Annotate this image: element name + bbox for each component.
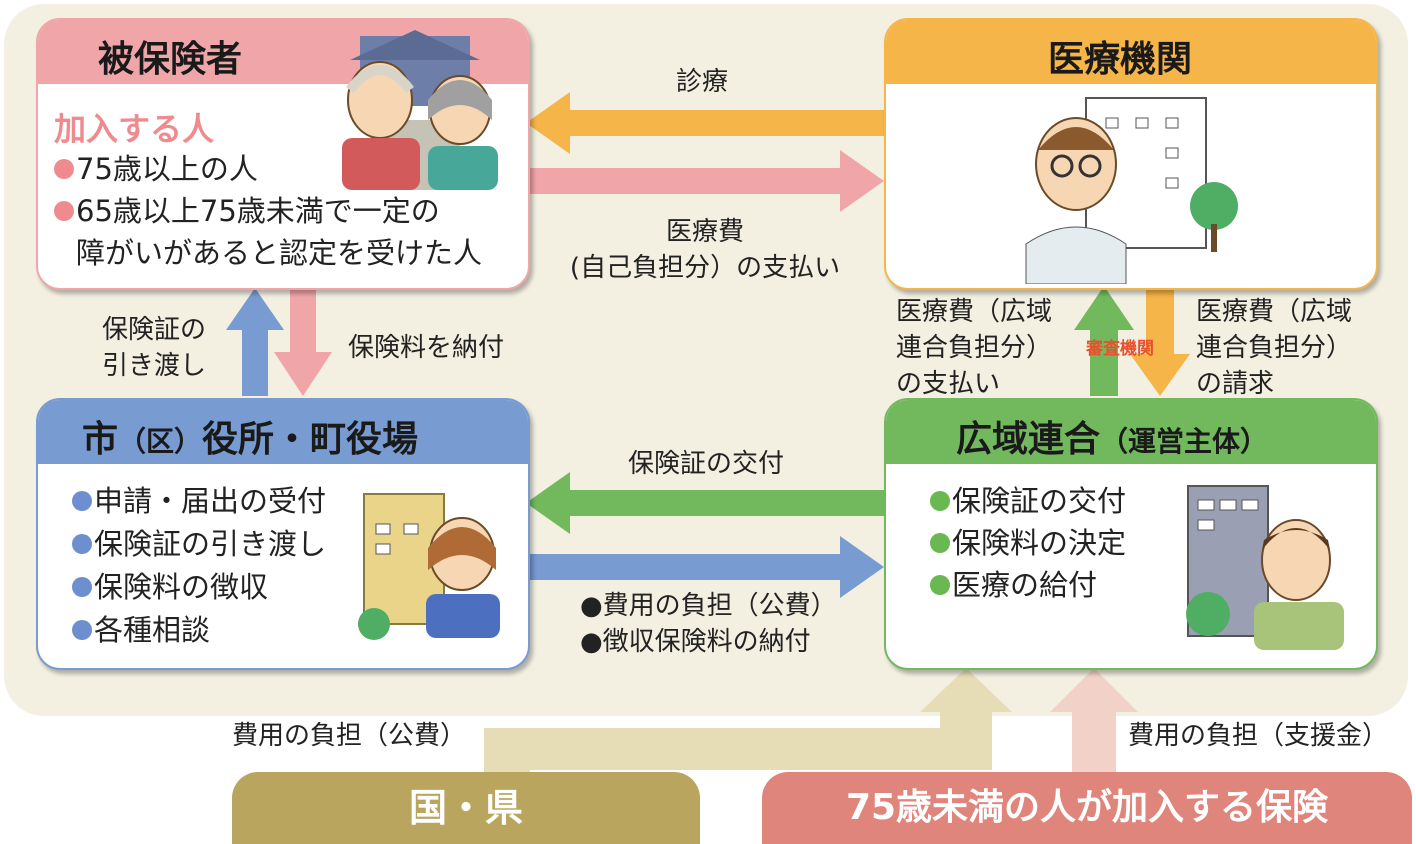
bullet-icon [930,533,950,553]
regional-union-title: 広域連合（運営主体） [956,419,1269,460]
bullet-icon [54,159,74,179]
arrow-public-funding [484,668,1012,772]
insured-box: 被保険者 加入する人 75歳以上の人 65歳以上75歳未満で一定の障がいがあると… [36,18,530,290]
bullet-icon [72,620,92,640]
bullet-icon [930,491,950,511]
arrow-union-pay [1074,286,1134,396]
regional-union-box: 広域連合（運営主体） 保険証の交付 保険料の決定 医療の給付 [884,398,1378,670]
list-item: 保険証の引き渡し [72,523,326,566]
list-item: 保険証の交付 [930,480,1126,522]
list-item: 保険料の決定 [930,522,1126,564]
regional-union-list: 保険証の交付 保険料の決定 医療の給付 [930,480,1126,606]
list-item: 75歳以上の人 [54,148,482,190]
list-item: 保険料の徴収 [72,566,326,609]
clerk-office-illustration [358,493,500,640]
under75-insurance-box: 75歳未満の人が加入する保険 [762,772,1412,844]
arrow-cost-burden [526,536,884,598]
list-item: 申請・届出の受付 [72,480,326,523]
list-item: 各種相談 [72,609,326,652]
arrow-union-claim [1130,286,1190,396]
label-union-pay: 医療費（広域 連合負担分） の支払い [896,297,1053,399]
bullet-icon [72,577,92,597]
arrow-card-handover [226,288,284,396]
doctor-hospital-illustration [1025,97,1238,284]
regional-union-header: 広域連合（運営主体） [886,400,1376,464]
arrow-premium-pay [274,288,332,396]
label-self-pay: 医療費 (自己負担分）の支払い [569,217,841,283]
label-union-claim: 医療費（広域 連合負担分） の請求 [1196,297,1353,399]
city-office-box: 市（区）役所・町役場 申請・届出の受付 保険証の引き渡し 保険料の徴収 各種相談 [36,398,530,670]
arrow-card-issue [526,472,884,534]
list-item: 65歳以上75歳未満で一定の障がいがあると認定を受けた人 [54,190,482,274]
bullet-icon [930,575,950,595]
insured-subtitle: 加入する人 [54,110,215,148]
bullet-icon [54,201,74,221]
label-consultation: 診療 [676,67,729,97]
bullet-icon [72,491,92,511]
city-office-header: 市（区）役所・町役場 [38,400,528,464]
label-premium-pay: 保険料を納付 [348,333,505,363]
review-body-badge: 審査機関 [1086,339,1154,359]
arrow-support-funding [1050,668,1138,772]
medical-box: 医療機関 [884,18,1378,290]
city-office-title: 市（区）役所・町役場 [82,419,419,460]
union-staff-illustration [1186,485,1344,650]
medical-header: 医療機関 [886,20,1376,84]
label-card-handover: 保険証の 引き渡し [102,315,207,381]
label-support-cost: 費用の負担（支援金） [1128,721,1389,751]
insured-title: 被保険者 [98,39,243,80]
label-card-issue: 保険証の交付 [628,449,785,479]
arrow-consultation [526,92,884,154]
country-prefecture-box: 国・県 [232,772,700,844]
label-cost-burden: ●費用の負担（公費） ●徴収保険料の納付 [580,591,837,657]
city-office-list: 申請・届出の受付 保険証の引き渡し 保険料の徴収 各種相談 [72,480,326,652]
label-public-cost: 費用の負担（公費） [232,721,467,751]
elderly-couple-illustration [342,30,498,190]
bullet-icon [72,534,92,554]
medical-title: 医療機関 [1048,39,1193,80]
insured-list: 75歳以上の人 65歳以上75歳未満で一定の障がいがあると認定を受けた人 [54,148,482,274]
arrow-self-pay [526,150,884,212]
list-item: 医療の給付 [930,564,1126,606]
